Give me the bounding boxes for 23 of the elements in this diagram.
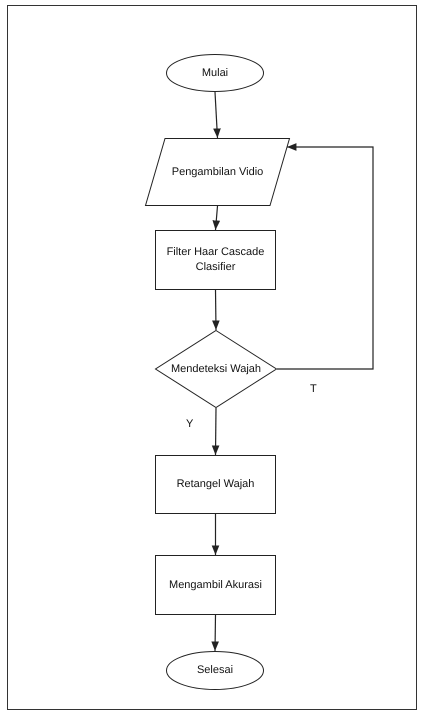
terminal-ellipse	[166, 651, 264, 690]
node-label: Filter Haar Cascade Clasifier	[166, 245, 266, 275]
arrow	[211, 615, 219, 651]
terminal-ellipse	[166, 54, 264, 92]
arrow	[212, 514, 220, 555]
node-label: Mengambil Akurasi	[168, 578, 263, 592]
node-label: Mendeteksi Wajah	[170, 362, 262, 376]
node-label: Selesai	[196, 663, 234, 678]
arrow	[277, 143, 374, 370]
node-label: Retangel Wajah	[176, 477, 256, 492]
decision-diamond	[155, 330, 277, 408]
edge-label: Y	[184, 418, 196, 430]
arrow	[212, 290, 220, 330]
process-box	[155, 455, 276, 514]
arrow	[213, 92, 221, 138]
input-parallelogram	[145, 138, 290, 206]
node-label: Mulai	[200, 66, 230, 80]
node-label: Pengambilan Vidio	[170, 164, 264, 180]
process-box	[155, 230, 276, 290]
edge-label: T	[308, 383, 319, 395]
process-box	[155, 555, 276, 615]
arrow	[212, 408, 220, 455]
arrow	[212, 206, 220, 230]
